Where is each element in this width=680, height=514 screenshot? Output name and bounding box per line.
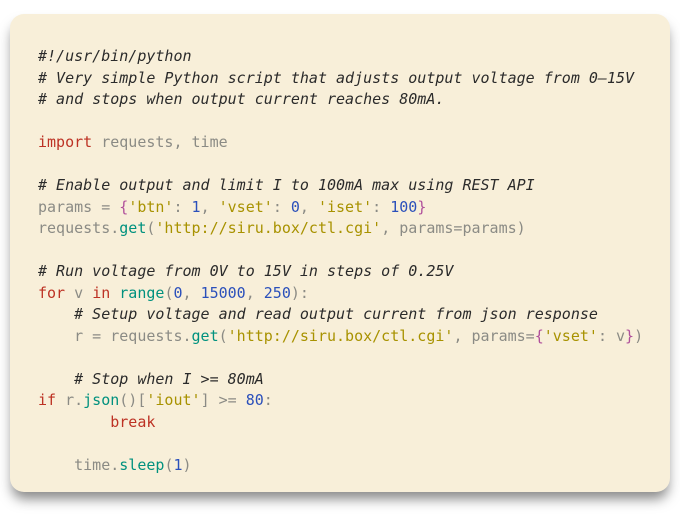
code-line xyxy=(38,154,652,176)
code-token-plain: ) xyxy=(182,455,192,474)
code-token-number: 100 xyxy=(390,197,418,216)
code-token-number: 0 xyxy=(173,283,183,302)
code-token-number: 250 xyxy=(263,283,291,302)
code-token-number: 1 xyxy=(173,455,183,474)
code-block: #!/usr/bin/python # Very simple Python sc… xyxy=(38,46,652,476)
code-token-plain: requests, time xyxy=(92,133,228,151)
code-token-keyword: if xyxy=(38,391,57,409)
code-token-plain xyxy=(110,284,119,302)
code-line: # Very simple Python script that adjusts… xyxy=(38,68,652,90)
code-token-plain: : xyxy=(263,391,273,409)
code-token-comment: #!/usr/bin/python xyxy=(38,47,192,65)
code-line: r = requests.get('http://siru.box/ctl.cg… xyxy=(38,326,652,348)
code-line: # Enable output and limit I to 100mA max… xyxy=(38,175,652,197)
code-line: # Setup voltage and read output current … xyxy=(38,304,652,326)
code-token-number: 0 xyxy=(290,197,300,216)
code-line: # Run voltage from 0V to 15V in steps of… xyxy=(38,261,652,283)
code-token-plain: ): xyxy=(290,283,309,302)
code-line: # Stop when I >= 80mA xyxy=(38,369,652,391)
code-token-plain: r = requests. xyxy=(38,326,192,345)
code-line xyxy=(38,240,652,262)
code-token-number: 1 xyxy=(191,197,201,216)
code-token-brace: } xyxy=(417,197,427,216)
code-line xyxy=(38,433,652,455)
code-token-plain: requests. xyxy=(38,219,120,237)
code-token-keyword: in xyxy=(92,283,111,302)
code-token-plain: : xyxy=(173,197,192,216)
code-line: import requests, time xyxy=(38,132,652,154)
code-token-brace: } xyxy=(625,326,635,345)
code-token-comment: # Run voltage from 0V to 15V in steps of… xyxy=(38,262,454,280)
code-token-comment: # Enable output and limit I to 100mA max… xyxy=(38,176,535,194)
code-token-plain: , xyxy=(182,283,201,302)
code-token-string: 'http://siru.box/ctl.cgi' xyxy=(155,219,382,237)
code-line: #!/usr/bin/python xyxy=(38,46,652,68)
code-line xyxy=(38,347,652,369)
code-token-plain: ( xyxy=(146,219,156,237)
code-token-plain: time. xyxy=(38,455,120,474)
code-token-string: 'iout' xyxy=(146,391,201,409)
code-line: for v in range(0, 15000, 250): xyxy=(38,283,652,305)
code-line: time.sleep(1) xyxy=(38,455,652,477)
code-token-plain: : xyxy=(372,197,391,216)
code-token-plain: , params= xyxy=(453,326,535,345)
code-token-string: 'iset' xyxy=(317,197,373,216)
code-token-plain: ( xyxy=(164,455,174,474)
code-token-brace: { xyxy=(119,197,129,216)
code-token-function: range xyxy=(119,283,165,302)
code-line xyxy=(38,111,652,133)
code-token-plain: , xyxy=(299,197,318,216)
code-token-string: 'btn' xyxy=(128,197,174,216)
code-token-comment: # Very simple Python script that adjusts… xyxy=(38,68,635,87)
code-token-comment: # Stop when I >= 80mA xyxy=(38,369,264,388)
code-line: # and stops when output current reaches … xyxy=(38,89,652,111)
code-token-function: get xyxy=(119,219,147,237)
code-token-keyword: import xyxy=(38,133,93,151)
code-token-plain: , xyxy=(245,283,264,302)
code-token-plain: ( xyxy=(164,283,174,302)
code-token-plain: : xyxy=(272,197,291,216)
code-token-plain: ) xyxy=(634,326,644,345)
code-token-plain: params = xyxy=(38,197,120,216)
code-token-comment: # Setup voltage and read output current … xyxy=(38,305,598,323)
code-token-plain: ] >= xyxy=(200,391,246,409)
code-token-plain xyxy=(38,413,110,431)
code-line: if r.json()['iout'] >= 80: xyxy=(38,390,652,412)
code-token-string: 'vset' xyxy=(218,197,273,216)
code-token-string: 'vset' xyxy=(543,326,598,345)
code-token-plain: ()[ xyxy=(119,391,147,409)
code-token-string: 'http://siru.box/ctl.cgi' xyxy=(227,326,454,345)
code-token-plain: , xyxy=(200,197,219,216)
code-token-plain: ( xyxy=(218,326,228,345)
code-line: break xyxy=(38,412,652,434)
code-token-number: 15000 xyxy=(200,283,246,302)
code-token-number: 80 xyxy=(245,391,264,409)
code-token-function: sleep xyxy=(119,455,165,474)
code-token-comment: # and stops when output current reaches … xyxy=(38,90,445,108)
code-line: requests.get('http://siru.box/ctl.cgi', … xyxy=(38,218,652,240)
code-token-plain: : v xyxy=(597,326,626,345)
code-token-plain: v xyxy=(65,283,93,302)
code-token-brace: { xyxy=(534,326,544,345)
code-token-keyword: break xyxy=(110,412,156,431)
code-token-plain: , params=params) xyxy=(381,219,526,237)
code-line: params = {'btn': 1, 'vset': 0, 'iset': 1… xyxy=(38,197,652,219)
code-token-function: get xyxy=(191,326,219,345)
code-snippet-card: #!/usr/bin/python # Very simple Python sc… xyxy=(10,14,670,492)
code-token-plain: r. xyxy=(56,391,84,409)
code-token-keyword: for xyxy=(38,283,66,302)
code-token-function: json xyxy=(83,391,120,409)
